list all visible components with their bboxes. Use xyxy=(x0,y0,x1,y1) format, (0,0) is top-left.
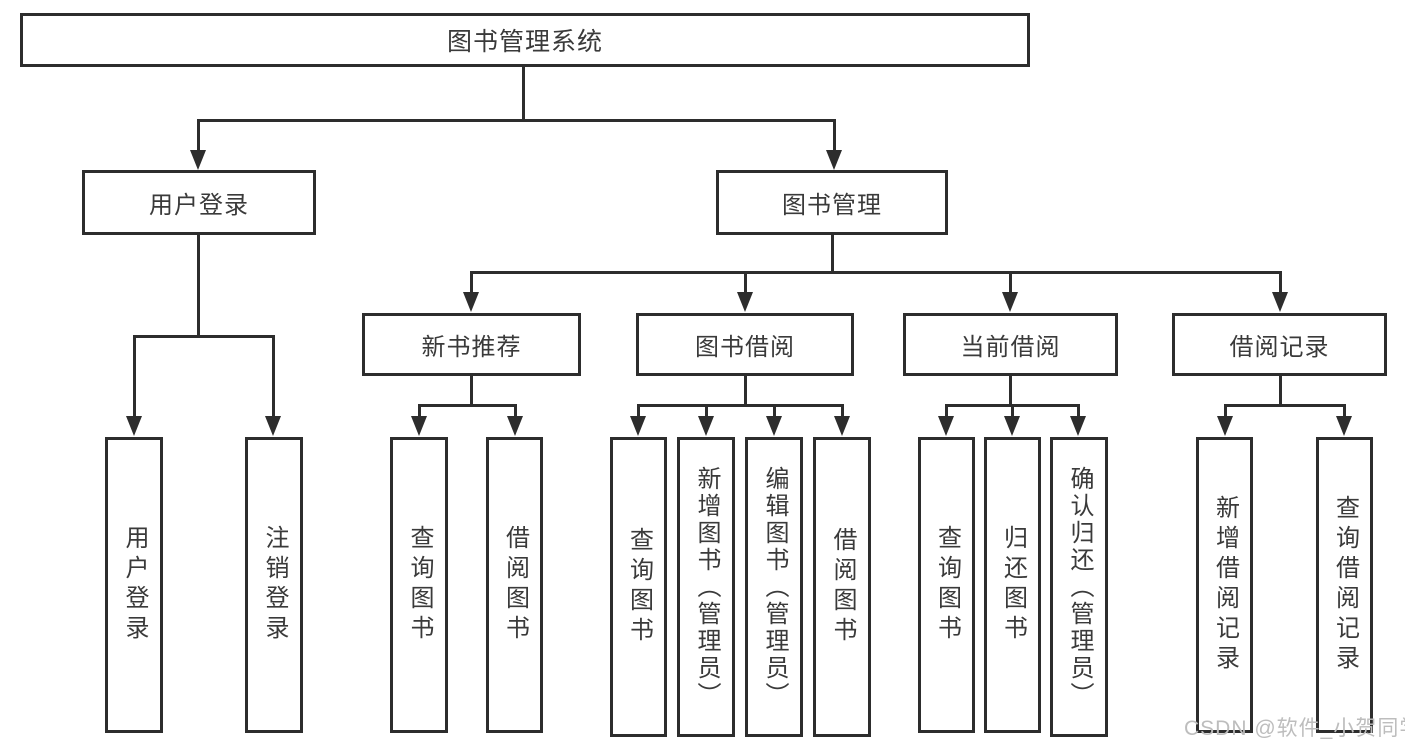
edge-login-child2-stem xyxy=(272,335,275,416)
arrowhead-down-icon xyxy=(630,416,646,436)
edge-mgmt-stem xyxy=(831,235,834,273)
edge-current-child1-stem xyxy=(945,404,948,417)
arrowhead-down-icon xyxy=(766,416,782,436)
leaf-user-login: 用户登录 xyxy=(105,437,163,733)
arrowhead-down-icon xyxy=(411,416,427,436)
leaf-borrow-borrow-books: 借阅图书 xyxy=(813,437,871,737)
leaf-records-add-record: 新增借阅记录 xyxy=(1196,437,1253,733)
arrowhead-down-icon xyxy=(938,416,954,436)
node-book-management: 图书管理 xyxy=(716,170,948,235)
leaf-current-confirm-return-admin: 确认归还（管理员） xyxy=(1050,437,1108,737)
edge-recommend-child1-stem xyxy=(418,404,421,417)
leaf-recommend-query-books: 查询图书 xyxy=(390,437,448,733)
edge-borrow-child4-stem xyxy=(841,404,844,417)
edge-mgmt-hline xyxy=(470,271,1281,274)
leaf-records-query-record: 查询借阅记录 xyxy=(1316,437,1373,733)
edge-current-stem xyxy=(1009,376,1012,406)
csdn-watermark: CSDN @软件_小贺同学 xyxy=(1184,717,1405,740)
arrowhead-down-icon xyxy=(737,292,753,312)
node-system-root: 图书管理系统 xyxy=(20,13,1030,67)
edge-recommend-child2-stem xyxy=(514,404,517,417)
leaf-recommend-borrow-books: 借阅图书 xyxy=(486,437,543,733)
arrowhead-down-icon xyxy=(834,416,850,436)
arrowhead-down-icon xyxy=(1272,292,1288,312)
edge-recommend-stem xyxy=(470,376,473,406)
edge-records-hline xyxy=(1224,404,1346,407)
edge-records-child1-stem xyxy=(1224,404,1227,417)
node-borrow-records: 借阅记录 xyxy=(1172,313,1387,376)
edge-borrow-child2-stem xyxy=(705,404,708,417)
edge-root-stem xyxy=(522,67,525,120)
edge-borrow-stem xyxy=(744,376,747,406)
edge-mgmt-to-borrow-stem xyxy=(744,271,747,293)
arrowhead-down-icon xyxy=(126,416,142,436)
edge-mgmt-to-recommend-stem xyxy=(470,271,473,293)
edge-current-child3-stem xyxy=(1077,404,1080,417)
arrowhead-down-icon xyxy=(1070,416,1086,436)
leaf-borrow-query-books: 查询图书 xyxy=(610,437,667,737)
arrowhead-down-icon xyxy=(1217,416,1233,436)
arrowhead-down-icon xyxy=(826,150,842,170)
leaf-logout: 注销登录 xyxy=(245,437,303,733)
edge-records-child2-stem xyxy=(1343,404,1346,417)
leaf-current-query-books: 查询图书 xyxy=(918,437,975,733)
edge-borrow-child1-stem xyxy=(637,404,640,417)
node-current-borrow: 当前借阅 xyxy=(903,313,1118,376)
leaf-borrow-add-books-admin: 新增图书（管理员） xyxy=(677,437,735,737)
node-book-borrow: 图书借阅 xyxy=(636,313,854,376)
arrowhead-down-icon xyxy=(1004,416,1020,436)
arrowhead-down-icon xyxy=(1002,292,1018,312)
arrowhead-down-icon xyxy=(265,416,281,436)
edge-recommend-hline xyxy=(418,404,517,407)
edge-root-to-login-stem xyxy=(197,119,200,152)
leaf-borrow-edit-books-admin: 编辑图书（管理员） xyxy=(745,437,803,737)
arrowhead-down-icon xyxy=(698,416,714,436)
leaf-current-return-books: 归还图书 xyxy=(984,437,1041,733)
edge-root-hline xyxy=(197,119,836,122)
arrowhead-down-icon xyxy=(463,292,479,312)
node-new-book-recommend: 新书推荐 xyxy=(362,313,581,376)
edge-borrow-child3-stem xyxy=(773,404,776,417)
edge-mgmt-to-records-stem xyxy=(1279,271,1282,293)
edge-login-stem xyxy=(197,235,200,337)
arrowhead-down-icon xyxy=(507,416,523,436)
arrowhead-down-icon xyxy=(190,150,206,170)
edge-borrow-hline xyxy=(637,404,843,407)
edge-current-child2-stem xyxy=(1011,404,1014,417)
edge-records-stem xyxy=(1279,376,1282,406)
edge-mgmt-to-current-stem xyxy=(1009,271,1012,293)
edge-login-child1-stem xyxy=(133,335,136,416)
arrowhead-down-icon xyxy=(1336,416,1352,436)
edge-root-to-mgmt-stem xyxy=(833,119,836,152)
node-user-login: 用户登录 xyxy=(82,170,316,235)
edge-login-hline xyxy=(133,335,275,338)
